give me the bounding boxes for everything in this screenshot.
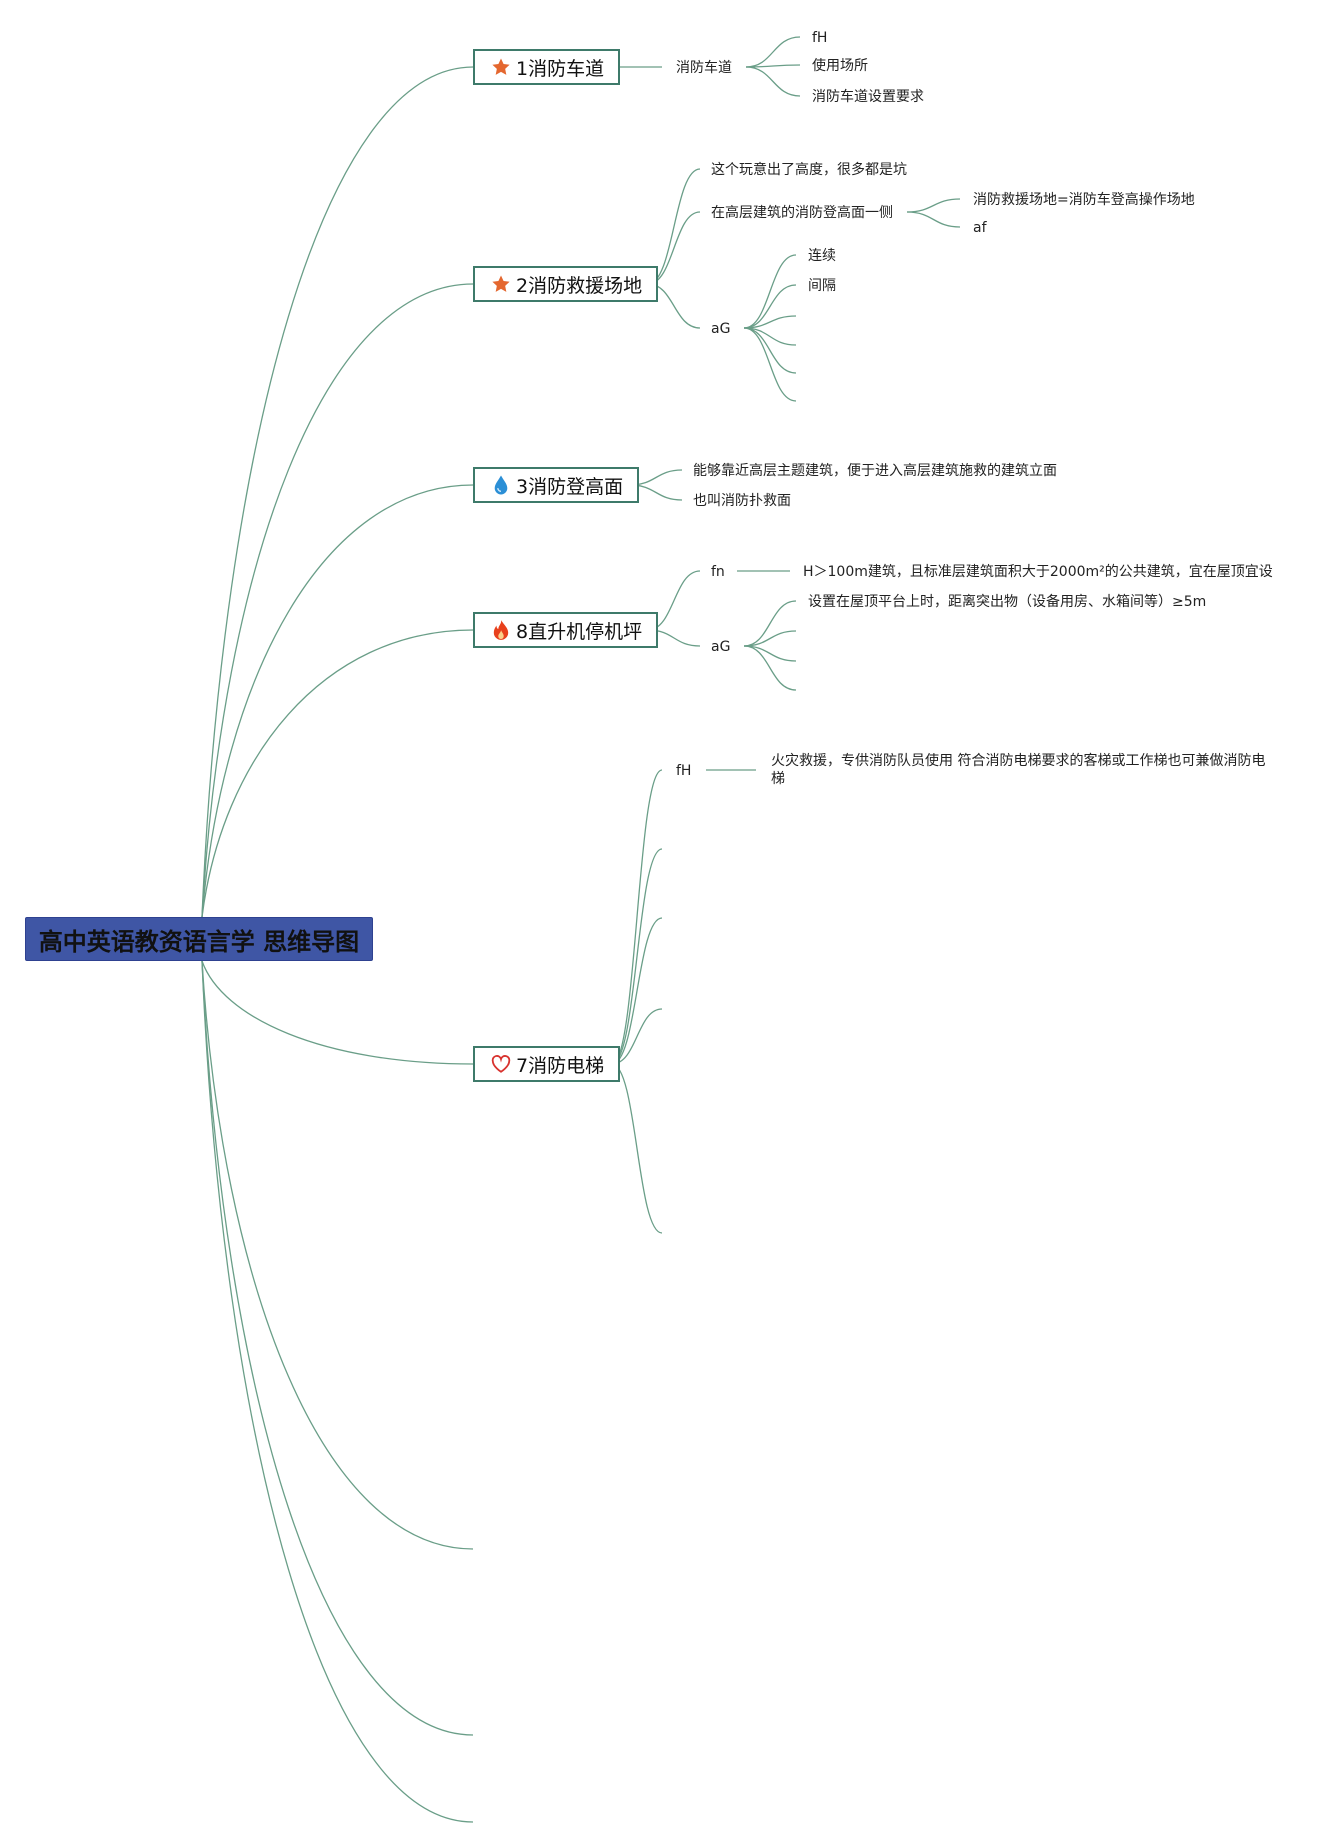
branch-line bbox=[745, 36, 801, 68]
topic-label: 3消防登高面 bbox=[516, 475, 624, 498]
branch-line bbox=[743, 630, 797, 647]
node-af[interactable]: af bbox=[973, 220, 987, 236]
node-site-definition[interactable]: 消防救援场地=消防车登高操作场地 bbox=[973, 192, 1195, 208]
topic-fire-elevator[interactable]: 7消防电梯 bbox=[473, 1046, 621, 1082]
node-roof-distance[interactable]: 设置在屋顶平台上时，距离突出物（设备用房、水箱间等）≥5m bbox=[808, 594, 1207, 610]
branch-line bbox=[743, 284, 797, 329]
root-title: 高中英语教资语言学 思维导图 bbox=[38, 927, 360, 956]
topic-label: 8直升机停机坪 bbox=[516, 620, 643, 643]
node-high-rise-side[interactable]: 在高层建筑的消防登高面一侧 bbox=[711, 205, 893, 221]
topic-label: 7消防电梯 bbox=[516, 1054, 605, 1077]
root-branch-line bbox=[201, 283, 474, 918]
root-branch-line bbox=[201, 960, 474, 1823]
water-drop-icon bbox=[491, 474, 511, 496]
node-fn[interactable]: fn bbox=[711, 564, 725, 580]
node-continuous[interactable]: 连续 bbox=[808, 248, 836, 264]
node-fh[interactable]: fH bbox=[676, 763, 692, 779]
star-icon bbox=[491, 56, 511, 78]
node-climbing-face-def[interactable]: 能够靠近高层主题建筑，便于进入高层建筑施救的建筑立面 bbox=[693, 463, 1057, 479]
root-branch-line bbox=[201, 960, 474, 1065]
node-height-note[interactable]: 这个玩意出了高度，很多都是坑 bbox=[711, 162, 907, 178]
branch-line bbox=[611, 1063, 663, 1234]
node-interval[interactable]: 间隔 bbox=[808, 278, 836, 294]
root-topic[interactable]: 高中英语教资语言学 思维导图 bbox=[25, 917, 373, 961]
node-fire-lane[interactable]: 消防车道 bbox=[676, 60, 732, 76]
heart-icon bbox=[491, 1053, 511, 1075]
root-branch-line bbox=[201, 484, 474, 918]
node-ag[interactable]: aG bbox=[711, 321, 731, 337]
fire-icon bbox=[491, 619, 511, 641]
branch-line bbox=[906, 211, 961, 228]
branch-line bbox=[743, 645, 797, 691]
branch-line bbox=[743, 327, 797, 374]
node-elevator-rule[interactable]: 火灾救援，专供消防队员使用 符合消防电梯要求的客梯或工作梯也可兼做消防电梯 bbox=[771, 753, 1266, 787]
branch-line bbox=[743, 315, 797, 329]
topic-rescue-site[interactable]: 2消防救援场地 bbox=[473, 266, 659, 302]
topic-climbing-face[interactable]: 3消防登高面 bbox=[473, 467, 640, 503]
branch-line bbox=[743, 600, 797, 647]
root-branch-line bbox=[201, 629, 474, 918]
root-branch-line bbox=[201, 960, 474, 1736]
topic-label: 2消防救援场地 bbox=[516, 274, 643, 297]
topic-label: 1消防车道 bbox=[516, 57, 605, 80]
node-usage-place[interactable]: 使用场所 bbox=[812, 58, 868, 74]
topic-fire-lane[interactable]: 1消防车道 bbox=[473, 49, 621, 85]
branch-line bbox=[745, 66, 801, 97]
node-ag[interactable]: aG bbox=[711, 639, 731, 655]
root-branch-line bbox=[201, 66, 474, 918]
root-branch-line bbox=[201, 960, 474, 1550]
node-rescue-face[interactable]: 也叫消防扑救面 bbox=[693, 493, 791, 509]
branch-line bbox=[743, 254, 797, 329]
branch-line bbox=[611, 917, 663, 1065]
star-icon bbox=[491, 273, 511, 295]
node-lane-requirements[interactable]: 消防车道设置要求 bbox=[812, 89, 924, 105]
branch-line bbox=[743, 327, 797, 402]
node-helipad-rule[interactable]: H＞100m建筑，且标准层建筑面积大于2000m²的公共建筑，宜在屋顶宜设 bbox=[803, 564, 1273, 580]
node-fh[interactable]: fH bbox=[812, 30, 828, 46]
branch-line bbox=[611, 848, 663, 1065]
branch-line bbox=[611, 769, 663, 1065]
topic-helipad[interactable]: 8直升机停机坪 bbox=[473, 612, 659, 648]
branch-line bbox=[906, 198, 961, 213]
